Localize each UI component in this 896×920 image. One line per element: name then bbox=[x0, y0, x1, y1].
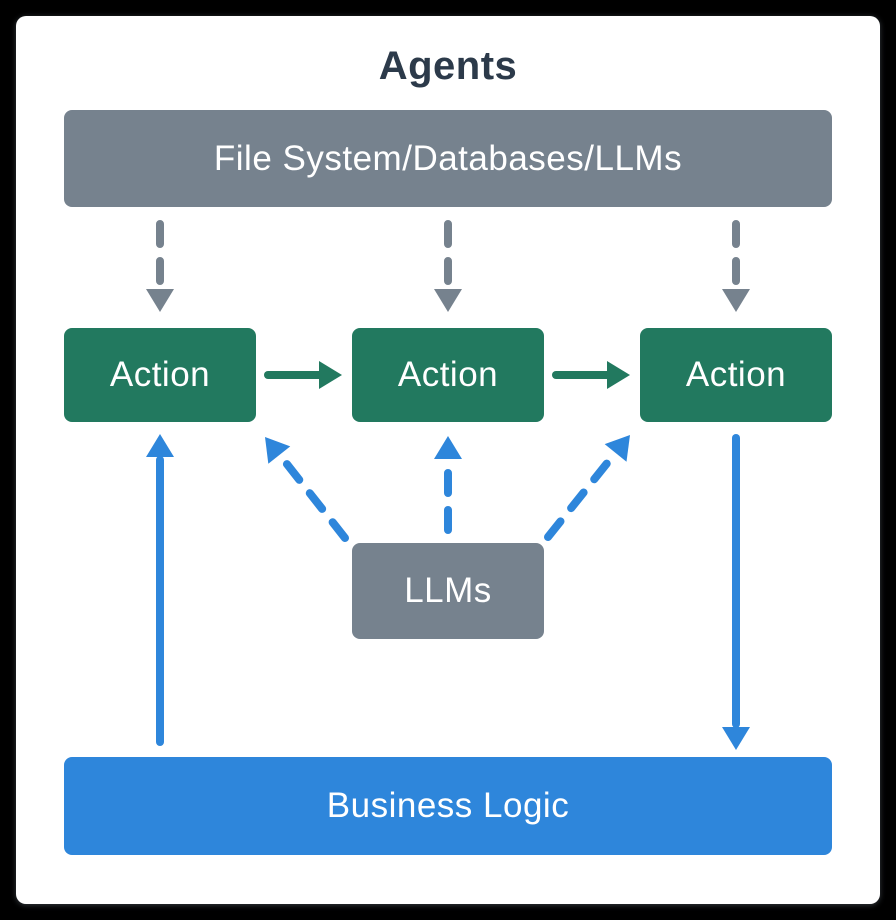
node-file-system-databases-llms: File System/Databases/LLMs bbox=[64, 110, 832, 207]
node-action-3: Action bbox=[640, 328, 832, 422]
node-label: File System/Databases/LLMs bbox=[213, 138, 683, 178]
arrow-llms-to-action-1 bbox=[265, 437, 349, 542]
arrow-head-icon bbox=[319, 361, 342, 389]
arrow-llms-to-action-2 bbox=[434, 436, 462, 534]
node-llms: LLMs bbox=[352, 543, 544, 639]
arrow-shaft bbox=[275, 450, 349, 542]
node-label: Action bbox=[685, 355, 787, 394]
node-business-logic: Business Logic bbox=[64, 757, 832, 855]
arrow-action-1-to-action-2 bbox=[264, 361, 342, 389]
arrow-head-icon bbox=[146, 434, 174, 457]
arrow-shaft bbox=[544, 448, 620, 541]
arrow-llms-to-action-3 bbox=[544, 435, 630, 541]
arrow-head-icon bbox=[434, 289, 462, 312]
node-label: Action bbox=[397, 355, 499, 394]
arrow-head-icon bbox=[434, 436, 462, 459]
arrow-resources-to-action-2 bbox=[434, 220, 462, 312]
arrow-head-icon bbox=[146, 289, 174, 312]
diagram-card: Agents bbox=[16, 16, 880, 904]
arrow-head-icon bbox=[722, 289, 750, 312]
diagram-title: Agents bbox=[378, 44, 518, 88]
arrow-head-icon bbox=[265, 437, 291, 464]
node-label: Action bbox=[109, 355, 211, 394]
node-action-1: Action bbox=[64, 328, 256, 422]
arrow-head-icon bbox=[607, 361, 630, 389]
node-label: LLMs bbox=[404, 571, 492, 610]
arrow-head-icon bbox=[722, 727, 750, 750]
arrow-resources-to-action-1 bbox=[146, 220, 174, 312]
node-label: Business Logic bbox=[326, 786, 570, 825]
arrow-business-logic-to-action-1 bbox=[146, 434, 174, 746]
node-action-2: Action bbox=[352, 328, 544, 422]
arrow-action-2-to-action-3 bbox=[552, 361, 630, 389]
arrow-head-icon bbox=[604, 435, 630, 462]
arrow-action-3-to-business-logic bbox=[722, 434, 750, 750]
arrow-resources-to-action-3 bbox=[722, 220, 750, 312]
